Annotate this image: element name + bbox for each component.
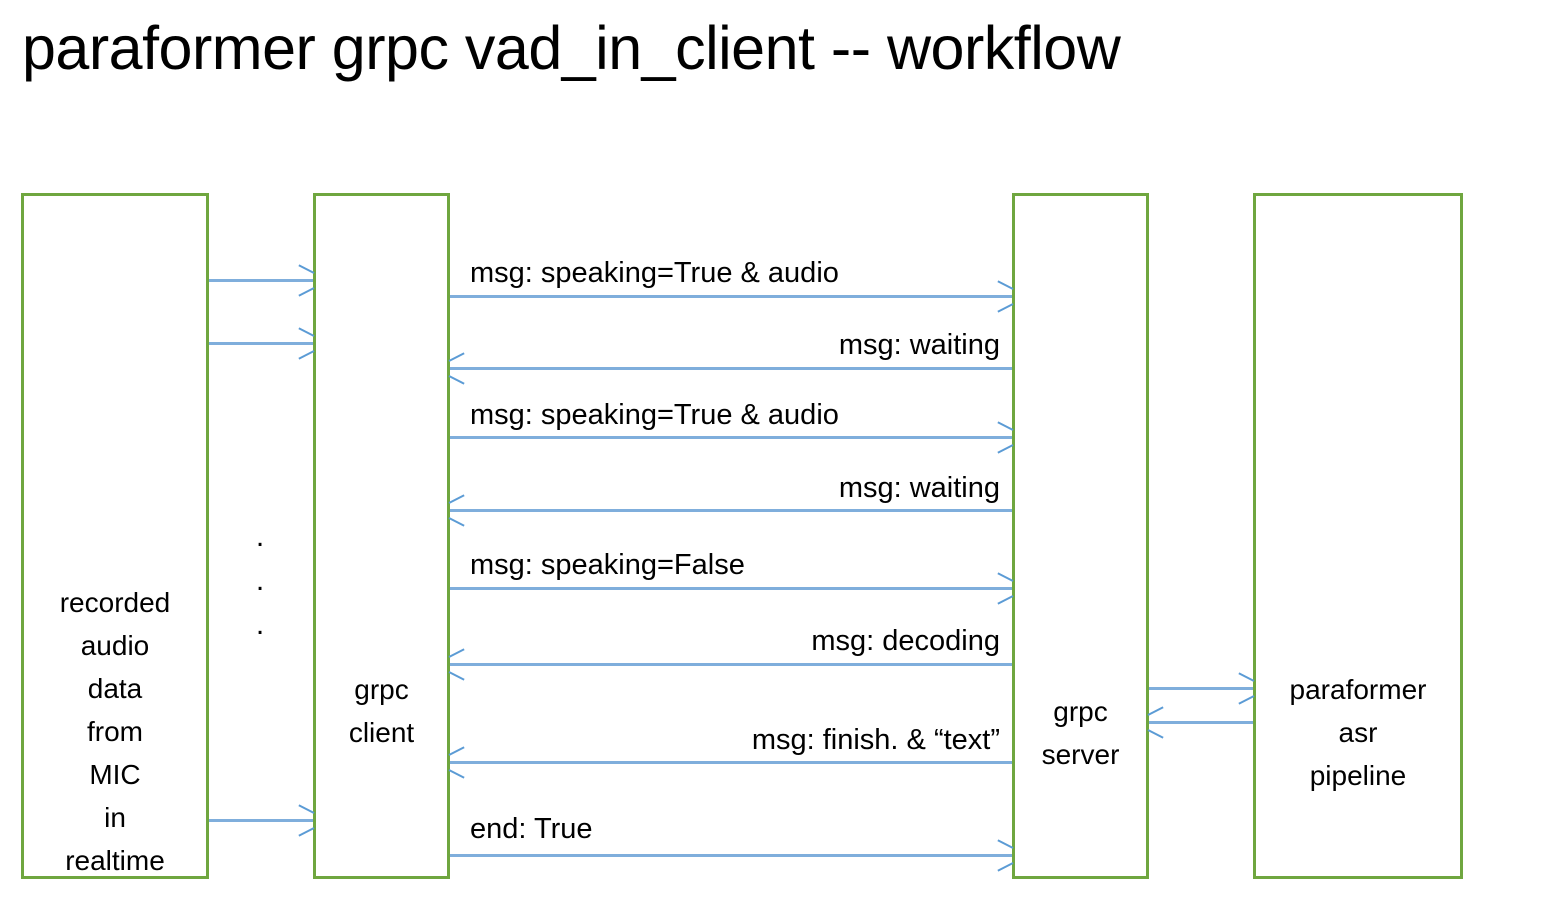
arrow-server-to-client-finish-text	[450, 761, 1012, 764]
message-label-speaking-false: msg: speaking=False	[470, 549, 745, 581]
arrow-server-to-client-waiting-2	[450, 509, 1012, 512]
lane-box-grpc-server: grpc server	[1012, 193, 1149, 879]
arrow-pipeline-to-server	[1149, 721, 1253, 724]
ellipsis-dot: .	[255, 608, 265, 641]
arrow-client-to-server-end-true	[450, 854, 1012, 857]
lane-box-recorded-audio: recorded audio data from MIC in realtime	[21, 193, 209, 879]
message-label-speaking-true-2: msg: speaking=True & audio	[470, 399, 839, 431]
message-label-finish-text: msg: finish. & “text”	[751, 724, 1000, 756]
arrow-client-to-server-speaking-false	[450, 587, 1012, 590]
lane-label-recorded-audio: recorded audio data from MIC in realtime	[59, 587, 171, 876]
message-label-end-true: end: True	[470, 813, 593, 845]
lane-label-paraformer-asr-pipeline: paraformer asr pipeline	[1289, 674, 1427, 791]
lane-label-grpc-client: grpc client	[348, 674, 415, 748]
message-label-waiting-2: msg: waiting	[838, 472, 1000, 504]
arrow-client-to-server-speaking-true-1	[450, 295, 1012, 298]
lane-label-grpc-server: grpc server	[1041, 696, 1120, 770]
message-label-speaking-true-1: msg: speaking=True & audio	[470, 257, 839, 289]
lane-box-paraformer-asr-pipeline: paraformer asr pipeline	[1253, 193, 1463, 879]
arrow-server-to-pipeline	[1149, 687, 1253, 690]
ellipsis-indicator: . . .	[250, 515, 270, 647]
lane-box-grpc-client: grpc client	[313, 193, 450, 879]
arrow-mic-to-client-1	[209, 279, 313, 282]
ellipsis-dot: .	[255, 520, 265, 553]
page-title: paraformer grpc vad_in_client -- workflo…	[22, 14, 1121, 82]
arrow-server-to-client-decoding	[450, 663, 1012, 666]
arrow-mic-to-client-3	[209, 819, 313, 822]
arrow-mic-to-client-2	[209, 342, 313, 345]
message-label-waiting-1: msg: waiting	[838, 329, 1000, 361]
arrow-client-to-server-speaking-true-2	[450, 436, 1012, 439]
ellipsis-dot: .	[255, 564, 265, 597]
message-label-decoding: msg: decoding	[811, 625, 1000, 657]
arrow-server-to-client-waiting-1	[450, 367, 1012, 370]
